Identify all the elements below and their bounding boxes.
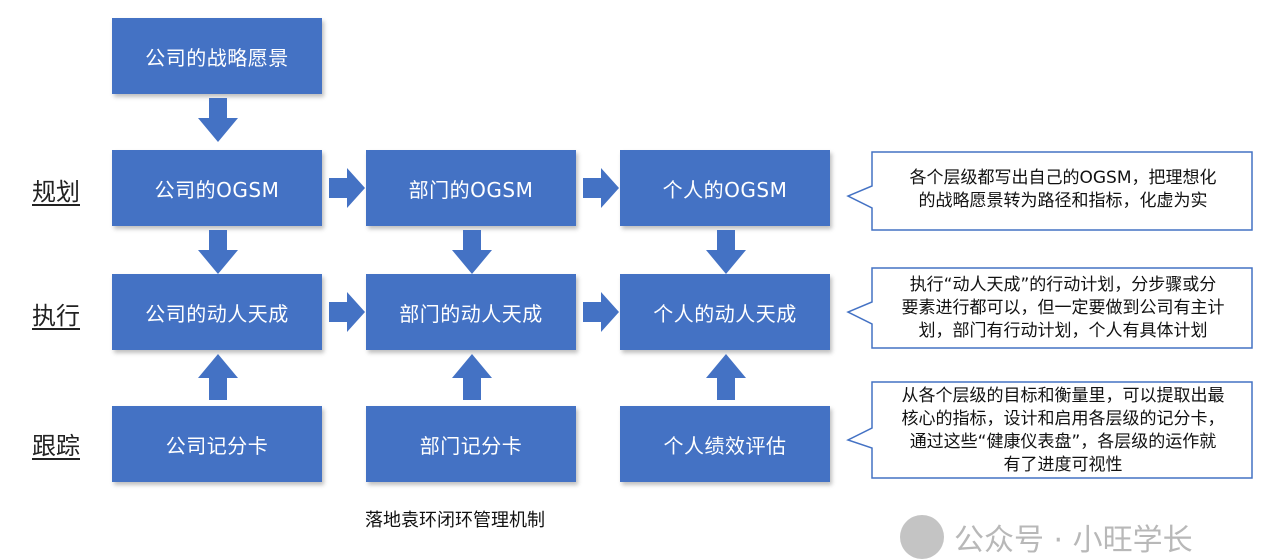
box-personal-action: 个人的动人天成 bbox=[620, 274, 830, 350]
box-dept-ogsm: 部门的OGSM bbox=[366, 150, 576, 226]
note-execution-line-1: 执行“动人天成”的行动计划，分步骤或分 bbox=[909, 275, 1217, 295]
box-company-scorecard: 公司记分卡 bbox=[112, 406, 322, 482]
arrow-down-dept-ogsm-to-action bbox=[452, 230, 492, 274]
note-tracking-line-3: 通过这些“健康仪表盘”，各层级的运作就 bbox=[909, 432, 1217, 452]
arrow-up-dept-scorecard bbox=[452, 354, 492, 400]
arrow-right-action-1 bbox=[329, 292, 365, 332]
arrow-right-ogsm-1 bbox=[329, 168, 365, 208]
row-label-execution: 执行 bbox=[32, 302, 80, 330]
watermark-text: 公众号 · 小旺学长 bbox=[954, 523, 1193, 558]
note-planning-line-2: 的战略愿景转为路径和指标，化虚为实 bbox=[918, 191, 1208, 211]
box-company-action: 公司的动人天成 bbox=[112, 274, 322, 350]
box-dept-scorecard: 部门记分卡 bbox=[366, 406, 576, 482]
box-personal-ogsm: 个人的OGSM bbox=[620, 150, 830, 226]
box-company-ogsm: 公司的OGSM bbox=[112, 150, 322, 226]
note-planning-line-1: 各个层级都写出自己的OGSM，把理想化 bbox=[909, 168, 1217, 188]
row-label-planning: 规划 bbox=[32, 178, 80, 206]
arrow-up-company-scorecard bbox=[198, 354, 238, 400]
watermark: 公众号 · 小旺学长 bbox=[900, 515, 1193, 559]
arrow-down-vision-to-ogsm bbox=[198, 98, 238, 142]
row-label-tracking: 跟踪 bbox=[32, 432, 80, 460]
note-tracking-line-4: 有了进度可视性 bbox=[1003, 455, 1123, 475]
arrow-down-company-ogsm-to-action bbox=[198, 230, 238, 274]
diagram-caption: 落地袁环闭环管理机制 bbox=[365, 510, 545, 531]
note-execution: 执行“动人天成”的行动计划，分步骤或分 要素进行都可以，但一定要做到公司有主计 … bbox=[880, 274, 1246, 343]
arrow-up-personal-eval bbox=[706, 354, 746, 400]
note-tracking-line-2: 核心的指标，设计和启用各层级的记分卡， bbox=[901, 409, 1225, 429]
note-tracking-line-1: 从各个层级的目标和衡量里，可以提取出最 bbox=[901, 386, 1225, 406]
note-tracking: 从各个层级的目标和衡量里，可以提取出最 核心的指标，设计和启用各层级的记分卡， … bbox=[880, 385, 1246, 477]
box-dept-action: 部门的动人天成 bbox=[366, 274, 576, 350]
note-planning: 各个层级都写出自己的OGSM，把理想化 的战略愿景转为路径和指标，化虚为实 bbox=[880, 167, 1246, 213]
box-personal-eval: 个人绩效评估 bbox=[620, 406, 830, 482]
wechat-icon bbox=[900, 515, 944, 559]
arrow-down-personal-ogsm-to-action bbox=[706, 230, 746, 274]
note-execution-line-3: 划，部门有行动计划，个人有具体计划 bbox=[918, 321, 1208, 341]
arrow-right-ogsm-2 bbox=[583, 168, 619, 208]
arrow-right-action-2 bbox=[583, 292, 619, 332]
box-strategic-vision: 公司的战略愿景 bbox=[112, 18, 322, 94]
note-execution-line-2: 要素进行都可以，但一定要做到公司有主计 bbox=[901, 298, 1225, 318]
